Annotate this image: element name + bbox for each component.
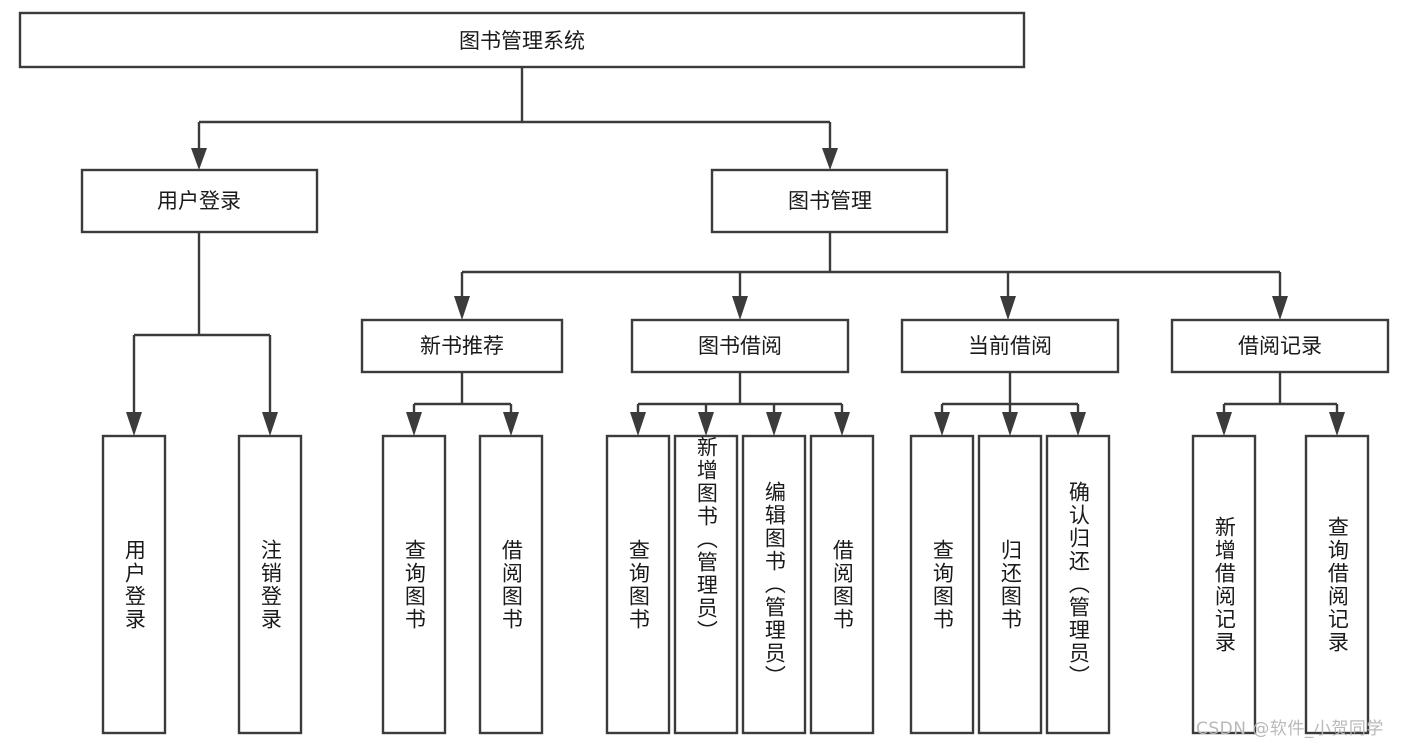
leaf-box-current-borrow-3[interactable] (1045, 434, 1111, 735)
arrowhead-leaf-user-login-1 (126, 412, 142, 436)
node-user-login[interactable]: 用户登录 (80, 168, 319, 234)
arrowhead-new-book (454, 296, 470, 320)
arrowhead-user-login (191, 148, 207, 170)
arrowhead-current-borrow (1000, 296, 1016, 320)
leaf-box-current-borrow-2[interactable] (977, 434, 1043, 735)
node-new-book-recommend[interactable]: 新书推荐 (360, 318, 564, 374)
arrowhead-borrow-record (1272, 296, 1288, 320)
leaf-box-book-borrow-4[interactable] (809, 434, 875, 735)
leaf-box-borrow-record-2[interactable] (1304, 434, 1370, 735)
arrowhead-book-borrow (732, 296, 748, 320)
arrowhead-leaf-book-borrow-4 (834, 412, 850, 436)
arrowhead-leaf-borrow-record-2 (1329, 412, 1345, 436)
borrow-record-label: 借阅记录 (1238, 334, 1322, 358)
borrow-record-box (1170, 318, 1390, 374)
book-management-label: 图书管理 (788, 189, 872, 213)
root-box (18, 11, 1026, 69)
leaf-box-book-borrow-1[interactable] (605, 434, 671, 735)
user-login-label: 用户登录 (157, 189, 241, 213)
book-borrow-label: 图书借阅 (698, 334, 782, 358)
node-borrow-record[interactable]: 借阅记录 (1170, 318, 1390, 374)
arrowhead-leaf-current-borrow-2 (1002, 412, 1018, 436)
current-borrow-label: 当前借阅 (968, 334, 1052, 358)
leaf-box-new-book-1[interactable] (381, 434, 447, 735)
arrowhead-leaf-new-book-2 (503, 412, 519, 436)
current-borrow-box (900, 318, 1120, 374)
leaf-box-new-book-2[interactable] (478, 434, 544, 735)
arrowhead-leaf-new-book-1 (406, 412, 422, 436)
arrowhead-leaf-user-login-2 (262, 412, 278, 436)
leaf-box-current-borrow-1[interactable] (909, 434, 975, 735)
node-root[interactable]: 图书管理系统 (18, 11, 1026, 69)
csdn-watermark: CSDN @软件_小贺同学 (1196, 719, 1384, 739)
leaf-box-book-borrow-3[interactable] (741, 434, 807, 735)
book-management-box (710, 168, 949, 234)
arrowhead-leaf-current-borrow-1 (934, 412, 950, 436)
node-current-borrow[interactable]: 当前借阅 (900, 318, 1120, 374)
arrowhead-leaf-book-borrow-2 (698, 412, 714, 436)
arrowhead-leaf-book-borrow-1 (630, 412, 646, 436)
node-book-management[interactable]: 图书管理 (710, 168, 949, 234)
arrowhead-leaf-current-borrow-3 (1070, 412, 1086, 436)
leaf-box-user-login-2[interactable] (237, 434, 303, 735)
node-book-borrow[interactable]: 图书借阅 (630, 318, 850, 374)
leaf-box-book-borrow-2[interactable] (673, 434, 739, 735)
root-label: 图书管理系统 (459, 29, 585, 53)
arrowhead-leaf-book-borrow-3 (766, 412, 782, 436)
leaf-box-borrow-record-1[interactable] (1191, 434, 1257, 735)
book-borrow-box (630, 318, 850, 374)
new-book-box (360, 318, 564, 374)
leaf-box-user-login-1[interactable] (101, 434, 167, 735)
new-book-label: 新书推荐 (420, 334, 504, 358)
arrowhead-leaf-borrow-record-1 (1216, 412, 1232, 436)
arrowhead-book-mgmt (822, 148, 838, 170)
